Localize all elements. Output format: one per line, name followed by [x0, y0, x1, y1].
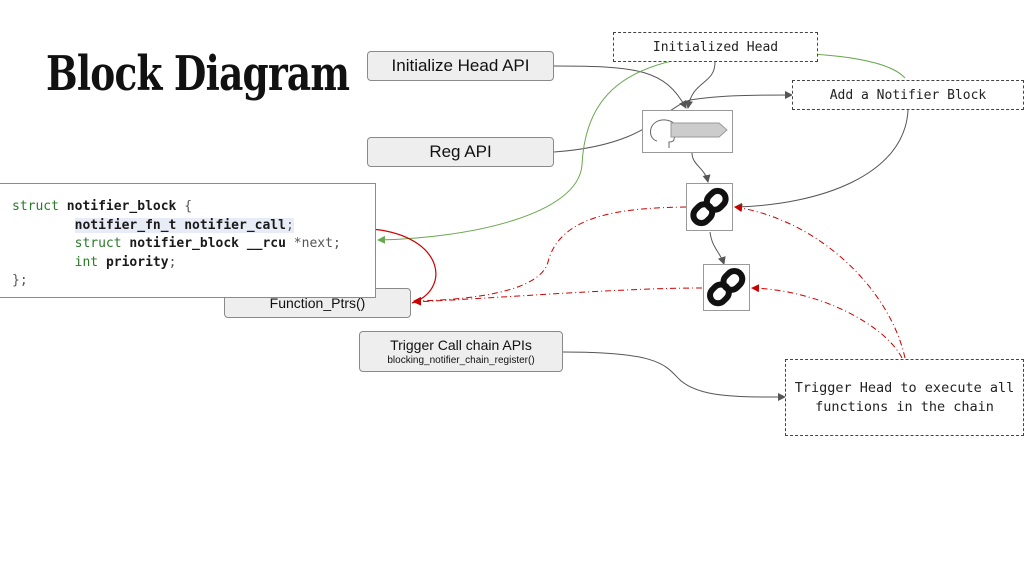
- add-notifier-note: Add a Notifier Block: [792, 80, 1024, 110]
- add-notifier-text: Add a Notifier Block: [829, 87, 987, 103]
- code-line-5: };: [12, 273, 28, 288]
- init-head-api-button[interactable]: Initialize Head API: [367, 51, 554, 81]
- red-link1-to-fptr: [413, 206, 687, 305]
- code-brace: {: [184, 199, 193, 214]
- red-trigger-to-link2: [751, 284, 903, 359]
- code-line-1: struct notifier_block {: [12, 198, 375, 217]
- code-semi: ;: [168, 254, 177, 270]
- code-kw: struct: [12, 199, 59, 214]
- arrow-init-to-head: [553, 65, 687, 109]
- code-struct-name: notifier_block: [66, 199, 177, 214]
- code-line-4: int priority;: [12, 254, 375, 273]
- code-field-next: *next: [293, 236, 333, 251]
- arrow-trigger-to-head: [562, 351, 786, 402]
- arrow-reg-to-add: [553, 91, 793, 153]
- red-link2-to-fptr: [413, 287, 703, 306]
- code-line-3: struct notifier_block __rcu *next;: [12, 235, 375, 254]
- arrow-add-to-link1: [734, 109, 909, 211]
- arrow-link1-to-link2: [709, 231, 726, 265]
- init-head-api-label: Initialize Head API: [391, 56, 530, 75]
- red-trigger-to-link1: [734, 204, 906, 359]
- trigger-head-note: Trigger Head to execute all functions in…: [785, 359, 1024, 436]
- code-kw: struct: [74, 236, 122, 251]
- code-field-priority: priority: [105, 254, 169, 270]
- trigger-call-chain-sub: blocking_notifier_chain_register(): [387, 355, 535, 366]
- code-semi: ;: [332, 236, 341, 251]
- reg-api-button[interactable]: Reg API: [367, 137, 554, 167]
- code-field-notifier-call: notifier_call: [184, 217, 286, 233]
- page-title: Block Diagram: [46, 46, 350, 102]
- reg-api-label: Reg API: [429, 142, 492, 161]
- code-kw: int: [74, 254, 99, 270]
- code-type: notifier_fn_t: [74, 217, 177, 233]
- function-ptrs-label: Function_Ptrs(): [269, 295, 366, 311]
- code-semi: ;: [285, 217, 294, 233]
- chain-link-icon: [686, 183, 733, 231]
- code-line-2: notifier_fn_t notifier_call;: [12, 217, 375, 236]
- trigger-call-chain-label: Trigger Call chain APIs: [390, 337, 532, 353]
- code-rcu: __rcu: [246, 236, 286, 251]
- code-type: notifier_block: [129, 236, 239, 251]
- initialized-head-note: Initialized Head: [613, 32, 818, 62]
- head-with-tag-icon: [642, 110, 733, 153]
- initialized-head-text: Initialized Head: [652, 39, 779, 55]
- trigger-call-chain-button[interactable]: Trigger Call chain APIs blocking_notifie…: [359, 331, 563, 372]
- arrow-head-to-link1: [691, 152, 711, 183]
- code-struct-block: struct notifier_block { notifier_fn_t no…: [0, 183, 376, 298]
- trigger-head-text: Trigger Head to execute all functions in…: [794, 379, 1015, 415]
- chain-link-icon-2: [703, 264, 750, 311]
- arrow-initialized-to-head: [685, 61, 716, 109]
